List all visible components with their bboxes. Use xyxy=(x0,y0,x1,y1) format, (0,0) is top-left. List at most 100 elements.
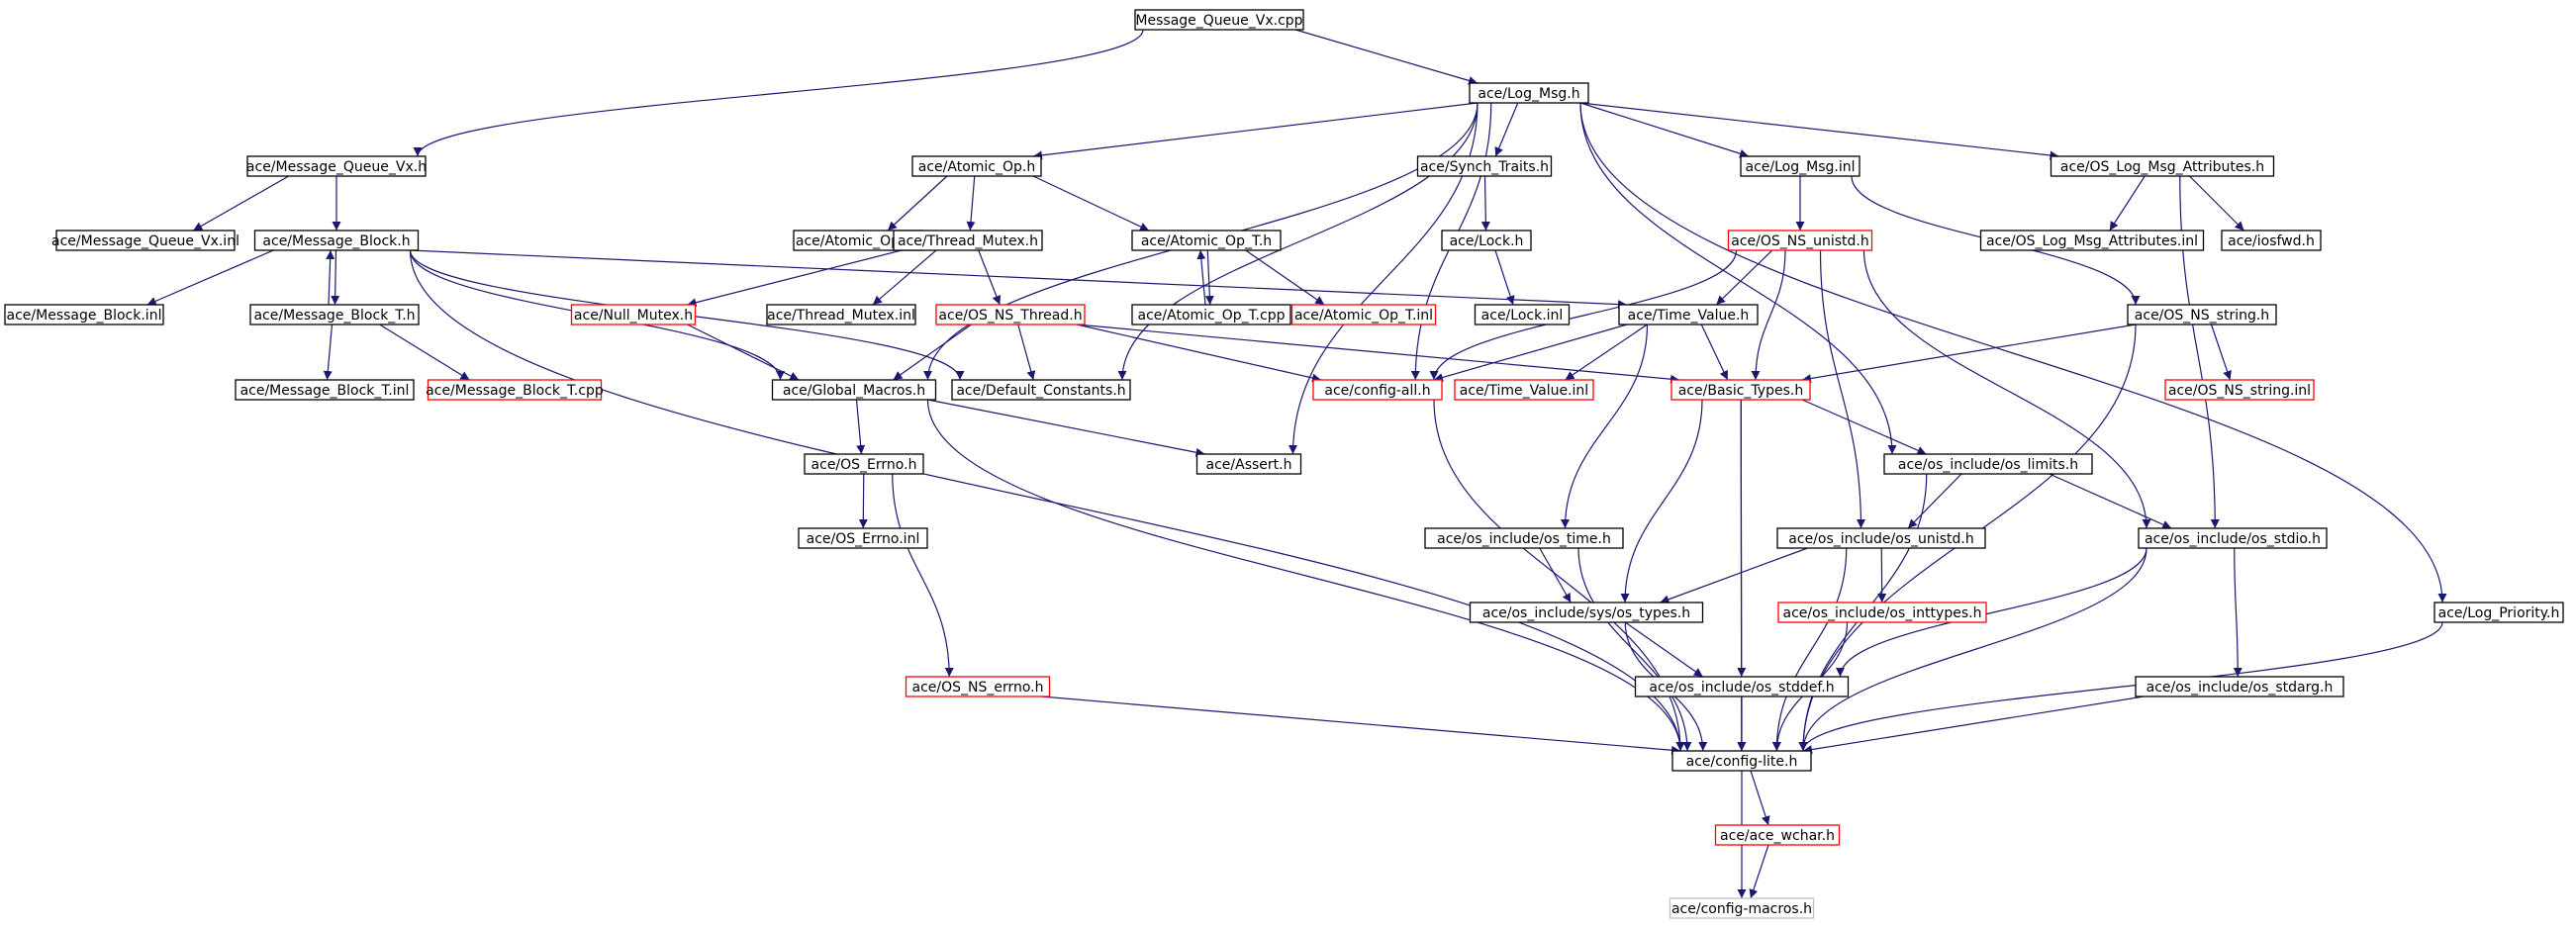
edge-basic-types-h-to-os-limits-h xyxy=(1801,399,1927,455)
graph-node-log-priority-h[interactable]: ace/Log_Priority.h xyxy=(2433,602,2564,623)
graph-node-os-stdarg-h[interactable]: ace/os_include/os_stdarg.h xyxy=(2135,676,2344,697)
graph-node-ace-wchar-h[interactable]: ace/ace_wchar.h xyxy=(1714,824,1841,846)
edge-config-lite-h-to-ace-wchar-h xyxy=(1750,770,1770,826)
edge-os-ns-errno-h-to-config-lite-h xyxy=(1041,696,1681,755)
graph-node-os-log-attr-inl[interactable]: ace/OS_Log_Msg_Attributes.inl xyxy=(1979,230,2205,251)
graph-node-atomic-op-t-h[interactable]: ace/Atomic_Op_T.h xyxy=(1131,230,1282,251)
edge-msg-block-h-to-msg-block-t-h xyxy=(331,249,340,306)
edge-log-msg-h-to-os-log-attr-h xyxy=(1579,102,2059,160)
graph-node-os-ns-thread-h[interactable]: ace/OS_NS_Thread.h xyxy=(935,304,1086,325)
graph-node-config-macros-h[interactable]: ace/config-macros.h xyxy=(1669,897,1815,919)
node-label: ace/os_include/os_unistd.h xyxy=(1788,531,1973,547)
graph-node-os-inttypes-h[interactable]: ace/os_include/os_inttypes.h xyxy=(1777,602,1987,623)
graph-node-iosfwd-h[interactable]: ace/iosfwd.h xyxy=(2221,230,2322,251)
graph-node-msg-block-t-inl[interactable]: ace/Message_Block_T.inl xyxy=(235,379,415,401)
graph-node-time-value-inl[interactable]: ace/Time_Value.inl xyxy=(1454,379,1594,401)
node-box xyxy=(2135,676,2344,697)
node-label: ace/Message_Block_T.inl xyxy=(240,383,410,399)
graph-node-os-time-h[interactable]: ace/os_include/os_time.h xyxy=(1424,527,1624,549)
edge-thread-mutex-h-to-null-mutex-h xyxy=(687,249,903,308)
node-box xyxy=(1979,230,2205,251)
node-box xyxy=(1714,824,1841,846)
graph-node-synch-traits-h[interactable]: ace/Synch_Traits.h xyxy=(1416,155,1553,177)
node-label: ace/OS_Log_Msg_Attributes.h xyxy=(2060,159,2264,175)
graph-node-config-all-h[interactable]: ace/config-all.h xyxy=(1312,379,1443,401)
graph-node-time-value-h[interactable]: ace/Time_Value.h xyxy=(1618,304,1759,325)
graph-node-os-ns-errno-h[interactable]: ace/OS_NS_errno.h xyxy=(905,676,1051,697)
node-box xyxy=(249,304,420,325)
graph-node-os-errno-inl[interactable]: ace/OS_Errno.inl xyxy=(798,527,928,549)
edge-atomic-op-t-h-to-atomic-op-t-cpp xyxy=(1204,249,1214,306)
edge-os-log-attr-h-to-os-stdio-h xyxy=(2179,175,2220,529)
graph-node-msg-block-inl[interactable]: ace/Message_Block.inl xyxy=(4,304,164,325)
edge-log-msg-h-to-synch-traits-h xyxy=(1494,102,1519,157)
node-box xyxy=(804,453,924,475)
graph-node-os-errno-h[interactable]: ace/OS_Errno.h xyxy=(804,453,924,475)
graph-node-lock-inl[interactable]: ace/Lock.inl xyxy=(1474,304,1571,325)
graph-node-mqvx-cpp[interactable]: Message_Queue_Vx.cpp xyxy=(1134,9,1304,31)
graph-node-config-lite-h[interactable]: ace/config-lite.h xyxy=(1671,750,1812,772)
graph-node-thread-mutex-inl[interactable]: ace/Thread_Mutex.inl xyxy=(766,304,916,325)
graph-node-log-msg-inl[interactable]: ace/Log_Msg.inl xyxy=(1740,155,1860,177)
graph-node-mqvx-h[interactable]: ace/Message_Queue_Vx.h xyxy=(246,155,427,177)
edge-time-value-h-to-time-value-inl xyxy=(1565,324,1648,381)
node-label: ace/os_include/os_stddef.h xyxy=(1649,680,1834,696)
graph-node-lock-h[interactable]: ace/Lock.h xyxy=(1441,230,1532,251)
edge-os-stdio-h-to-config-lite-h xyxy=(1798,547,2147,752)
graph-node-assert-h[interactable]: ace/Assert.h xyxy=(1195,453,1302,475)
graph-node-msg-block-t-h[interactable]: ace/Message_Block_T.h xyxy=(249,304,420,325)
node-box xyxy=(2433,602,2564,623)
node-box xyxy=(1416,155,1553,177)
graph-node-null-mutex-h[interactable]: ace/Null_Mutex.h xyxy=(570,304,697,325)
node-box xyxy=(1670,379,1811,401)
graph-node-os-stddef-h[interactable]: ace/os_include/os_stddef.h xyxy=(1634,676,1850,697)
node-label: ace/os_include/os_inttypes.h xyxy=(1783,605,1982,621)
graph-node-os-stdio-h[interactable]: ace/os_include/os_stdio.h xyxy=(2138,527,2328,549)
graph-node-atomic-op-t-cpp[interactable]: ace/Atomic_Op_T.cpp xyxy=(1131,304,1291,325)
graph-node-thread-mutex-h[interactable]: ace/Thread_Mutex.h xyxy=(893,230,1043,251)
edge-log-msg-h-to-log-msg-inl xyxy=(1579,102,1750,158)
node-label: ace/ace_wchar.h xyxy=(1720,828,1835,844)
edge-mqvx-cpp-to-log-msg-h xyxy=(1294,29,1479,85)
graph-node-sys-os-types-h[interactable]: ace/os_include/sys/os_types.h xyxy=(1469,602,1704,623)
graph-node-atomic-op-h[interactable]: ace/Atomic_Op.h xyxy=(911,155,1042,177)
graph-node-basic-types-h[interactable]: ace/Basic_Types.h xyxy=(1670,379,1811,401)
node-box xyxy=(893,230,1043,251)
graph-node-global-macros-h[interactable]: ace/Global_Macros.h xyxy=(771,379,937,401)
node-box xyxy=(2221,230,2322,251)
edge-msg-block-h-to-time-value-h xyxy=(410,249,1628,310)
edge-config-all-h-to-config-lite-h xyxy=(1433,399,1685,752)
node-label: ace/config-all.h xyxy=(1324,383,1430,399)
node-label: ace/Message_Block_T.cpp xyxy=(426,383,604,399)
graph-node-os-ns-string-h[interactable]: ace/OS_NS_string.h xyxy=(2127,304,2277,325)
edge-layer xyxy=(146,29,2447,899)
graph-node-msg-block-t-cpp[interactable]: ace/Message_Block_T.cpp xyxy=(426,379,604,401)
graph-node-os-limits-h[interactable]: ace/os_include/os_limits.h xyxy=(1883,453,2093,475)
graph-node-msg-block-h[interactable]: ace/Message_Block.h xyxy=(253,230,420,251)
edge-os-ns-unistd-h-to-os-stdio-h xyxy=(1862,249,2151,529)
edge-time-value-h-to-config-all-h xyxy=(1433,324,1628,382)
node-box xyxy=(1290,304,1437,325)
node-label: ace/Log_Msg.inl xyxy=(1746,159,1856,175)
graph-node-os-unistd-h[interactable]: ace/os_include/os_unistd.h xyxy=(1776,527,1986,549)
node-label: ace/OS_Log_Msg_Attributes.inl xyxy=(1986,233,2198,249)
node-label: ace/Atomic_Op_T.h xyxy=(1141,233,1272,249)
node-box xyxy=(2138,527,2328,549)
graph-node-log-msg-h[interactable]: ace/Log_Msg.h xyxy=(1469,82,1589,104)
graph-node-os-ns-string-inl[interactable]: ace/OS_NS_string.inl xyxy=(2164,379,2315,401)
graph-node-atomic-op-t-inl[interactable]: ace/Atomic_Op_T.inl xyxy=(1290,304,1437,325)
graph-node-os-ns-unistd-h[interactable]: ace/OS_NS_unistd.h xyxy=(1727,230,1873,251)
edge-os-ns-string-h-to-basic-types-h xyxy=(1801,324,2137,383)
graph-node-default-constants-h[interactable]: ace/Default_Constants.h xyxy=(951,379,1131,401)
edge-os-unistd-h-to-sys-os-types-h xyxy=(1660,547,1808,604)
graph-node-atomic-op-inl[interactable]: ace/Atomic_Op.inl xyxy=(793,230,923,251)
node-box xyxy=(1776,527,1986,549)
graph-node-mqvx-inl[interactable]: ace/Message_Queue_Vx.inl xyxy=(51,230,239,251)
node-label: ace/OS_NS_string.inl xyxy=(2168,383,2311,399)
node-label: ace/Time_Value.inl xyxy=(1460,383,1588,399)
edge-synch-traits-h-to-lock-h xyxy=(1480,175,1490,232)
node-label: ace/Log_Msg.h xyxy=(1478,86,1579,102)
node-label: ace/Lock.inl xyxy=(1481,308,1564,324)
graph-node-os-log-attr-h[interactable]: ace/OS_Log_Msg_Attributes.h xyxy=(2050,155,2275,177)
edge-log-priority-h-to-config-lite-h xyxy=(1798,621,2443,752)
